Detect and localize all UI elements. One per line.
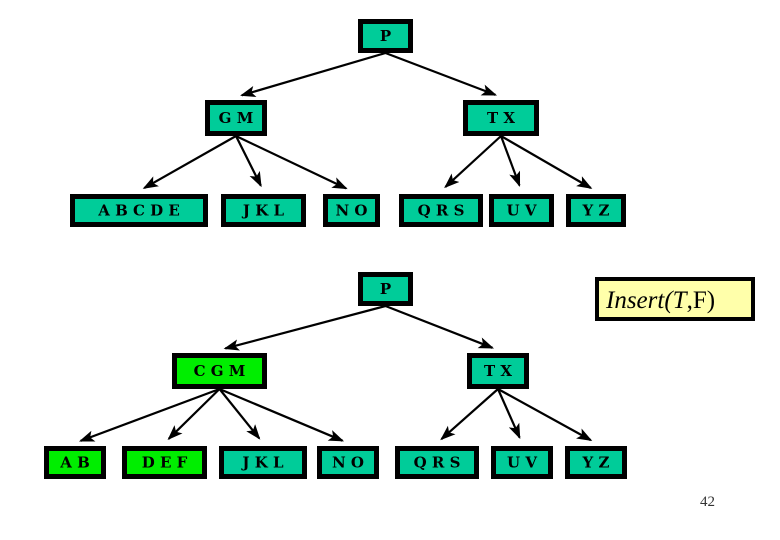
tree-node-no[interactable]: N O bbox=[317, 446, 379, 479]
tree-node-no[interactable]: N O bbox=[323, 194, 380, 227]
tree-edge bbox=[499, 135, 521, 188]
node-box bbox=[219, 446, 307, 479]
tree-edge bbox=[440, 388, 499, 441]
tree-node-p[interactable]: P bbox=[358, 19, 413, 53]
node-box bbox=[399, 194, 483, 227]
tree-nodes-layer: P G M T X A B C D E J K L N O Q R S U V Y Z P C G … bbox=[44, 19, 627, 479]
node-keys-label: J K L bbox=[241, 202, 285, 220]
node-box bbox=[489, 194, 554, 227]
tree-edge bbox=[500, 135, 593, 189]
tree-edge bbox=[385, 51, 498, 96]
tree-edge bbox=[496, 388, 521, 440]
insert-callout-box: Insert(T,F) bbox=[595, 277, 755, 321]
tree-edge bbox=[167, 388, 221, 441]
tree-node-uv[interactable]: U V bbox=[491, 446, 553, 479]
tree-edge bbox=[497, 388, 593, 442]
tree-node-p[interactable]: P bbox=[358, 272, 413, 306]
tree-node-uv[interactable]: U V bbox=[489, 194, 554, 227]
tree-node-ab[interactable]: A B bbox=[44, 446, 106, 479]
tree-node-tx[interactable]: T X bbox=[463, 100, 539, 136]
node-keys-label: A B bbox=[59, 454, 90, 472]
tree-node-yz[interactable]: Y Z bbox=[566, 194, 626, 227]
node-box bbox=[358, 19, 413, 53]
tree-edge bbox=[218, 388, 261, 440]
tree-edge bbox=[385, 304, 495, 349]
node-box bbox=[70, 194, 208, 227]
tree-node-qrs[interactable]: Q R S bbox=[395, 446, 479, 479]
tree-edges-layer bbox=[78, 51, 593, 442]
tree-node-qrs[interactable]: Q R S bbox=[399, 194, 483, 227]
node-keys-label: N O bbox=[332, 454, 364, 472]
node-box bbox=[323, 194, 380, 227]
tree-node-gm[interactable]: G M bbox=[205, 100, 267, 136]
node-keys-label: A B C D E bbox=[97, 202, 180, 220]
insert-callout-tail: F) bbox=[692, 287, 716, 314]
node-keys-label: T X bbox=[487, 109, 515, 127]
tree-edge bbox=[240, 51, 386, 97]
node-keys-label: G M bbox=[219, 109, 254, 127]
tree-node-def[interactable]: D E F bbox=[122, 446, 207, 479]
tree-edge bbox=[223, 304, 386, 351]
node-keys-label: C G M bbox=[194, 362, 246, 380]
tree-node-abcde[interactable]: A B C D E bbox=[70, 194, 208, 227]
node-keys-label: T X bbox=[484, 362, 512, 380]
node-box bbox=[221, 194, 306, 227]
node-box bbox=[358, 272, 413, 306]
node-keys-label: Y Z bbox=[582, 202, 610, 220]
node-box bbox=[44, 446, 106, 479]
tree-node-jkl[interactable]: J K L bbox=[219, 446, 307, 479]
tree-edge bbox=[235, 135, 348, 190]
tree-node-cgm[interactable]: C G M bbox=[172, 353, 267, 389]
node-keys-label: N O bbox=[336, 202, 368, 220]
node-box bbox=[467, 353, 529, 389]
node-keys-label: P bbox=[380, 27, 391, 45]
node-box bbox=[491, 446, 553, 479]
node-keys-label: Y Z bbox=[582, 454, 610, 472]
node-keys-label: D E F bbox=[142, 454, 188, 472]
node-keys-label: J K L bbox=[240, 454, 284, 472]
tree-edge bbox=[219, 387, 345, 442]
node-box bbox=[395, 446, 479, 479]
node-box bbox=[205, 100, 267, 136]
node-box bbox=[172, 353, 267, 389]
node-keys-label: Q R S bbox=[418, 202, 465, 220]
node-keys-label: U V bbox=[507, 202, 537, 220]
insert-callout-comma: , bbox=[686, 287, 693, 314]
tree-node-jkl[interactable]: J K L bbox=[221, 194, 306, 227]
node-box bbox=[566, 194, 626, 227]
tree-edge bbox=[78, 387, 220, 442]
insert-callout-label: Insert(T,F) bbox=[606, 288, 715, 313]
tree-node-tx[interactable]: T X bbox=[467, 353, 529, 389]
tree-edge bbox=[444, 135, 502, 189]
node-box bbox=[565, 446, 627, 479]
node-box bbox=[317, 446, 379, 479]
tree-edge bbox=[142, 135, 237, 189]
node-box bbox=[122, 446, 207, 479]
page-number: 42 bbox=[700, 494, 715, 510]
node-keys-label: P bbox=[380, 280, 391, 298]
node-keys-label: Q R S bbox=[414, 454, 461, 472]
tree-node-yz[interactable]: Y Z bbox=[565, 446, 627, 479]
tree-edge bbox=[235, 135, 262, 188]
insert-callout-italic-text: Insert(T bbox=[606, 287, 687, 314]
node-keys-label: U V bbox=[507, 454, 537, 472]
node-box bbox=[463, 100, 539, 136]
